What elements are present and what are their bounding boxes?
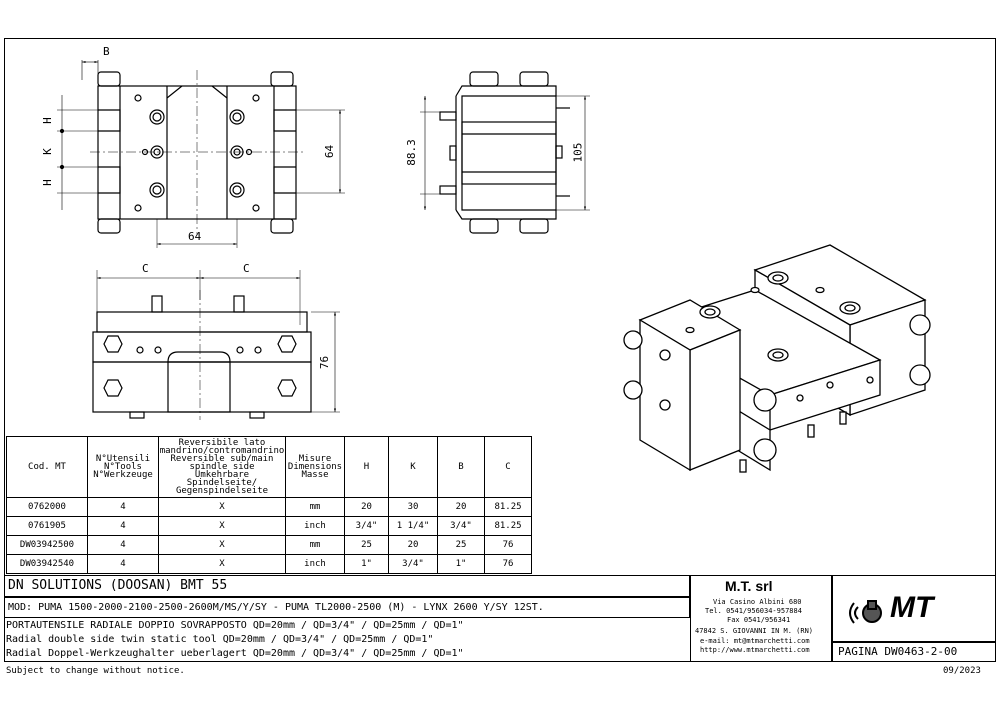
cell-code: DW03942500 xyxy=(6,535,88,555)
cell-h: 3/4" xyxy=(344,516,389,536)
cell-c: 81.25 xyxy=(484,516,532,536)
table-row: DW03942500 4 X mm 25 20 25 76 xyxy=(6,535,532,555)
cell-reversible: X xyxy=(158,516,286,536)
cell-c: 76 xyxy=(484,535,532,555)
title-models: MOD: PUMA 1500-2000-2100-2500-2600M/MS/Y… xyxy=(8,602,544,613)
cell-code: 0762000 xyxy=(6,497,88,517)
header-dimensions-en: Dimensions xyxy=(287,462,343,472)
cell-b: 3/4" xyxy=(437,516,485,536)
cell-k: 3/4" xyxy=(388,554,438,574)
cell-k: 20 xyxy=(388,535,438,555)
header-n-tools: N°Utensili N°Tools N°Werkzeuge xyxy=(87,436,159,498)
cell-tools: 4 xyxy=(87,535,159,555)
dim-label-64-horizontal: 64 xyxy=(188,230,202,243)
dim-label-b: B xyxy=(103,45,110,58)
header-n-tools-it: N°Utensili xyxy=(95,454,151,464)
title-models-cell xyxy=(4,597,690,618)
spec-table: Cod. MT N°Utensili N°Tools N°Werkzeuge R… xyxy=(6,436,532,574)
cell-tools: 4 xyxy=(87,516,159,536)
dim-label-64-vertical: 64 xyxy=(323,144,337,159)
cell-k: 1 1/4" xyxy=(388,516,438,536)
cell-b: 20 xyxy=(437,497,485,517)
header-reversible-line-3: Reversible sub/main xyxy=(170,454,274,464)
header-reversible-line-6: Gegenspindelseite xyxy=(175,486,269,496)
cell-tools: 4 xyxy=(87,497,159,517)
cell-c: 76 xyxy=(484,554,532,574)
table-row: 0762000 4 X mm 20 30 20 81.25 xyxy=(6,497,532,517)
cell-c: 81.25 xyxy=(484,497,532,517)
header-h: H xyxy=(344,436,389,498)
cell-b: 1" xyxy=(437,554,485,574)
company-email: e-mail: mt@mtmarchetti.com xyxy=(700,637,810,645)
header-dimensions: Misure Dimensions Masse xyxy=(285,436,345,498)
footer-date: 09/2023 xyxy=(943,666,981,676)
dim-label-k: K xyxy=(40,148,54,155)
cell-unit: inch xyxy=(285,516,345,536)
header-n-tools-de: N°Werkzeuge xyxy=(93,470,153,480)
dim-label-c-right: C xyxy=(243,262,250,275)
dim-label-105: 105 xyxy=(571,142,585,163)
cell-reversible: X xyxy=(158,535,286,555)
table-row: 0761905 4 X inch 3/4" 1 1/4" 3/4" 81.25 xyxy=(6,516,532,536)
spec-table-header: Cod. MT N°Utensili N°Tools N°Werkzeuge R… xyxy=(6,436,532,498)
header-reversible-line-1: Reversibile lato xyxy=(178,438,266,448)
header-reversible-line-2: mandrino/contromandrino xyxy=(159,446,285,456)
footer-disclaimer: Subject to change without notice. xyxy=(6,666,185,676)
title-machine-cell xyxy=(4,575,690,597)
company-address-4: 47842 S. GIOVANNI IN M. (RN) xyxy=(695,627,814,635)
title-desc-de: Radial Doppel-Werkzeughalter ueberlagert… xyxy=(6,648,464,659)
top-view xyxy=(57,60,345,248)
cell-h: 1" xyxy=(344,554,389,574)
company-address-1: Via Casino Albini 680 xyxy=(713,598,802,606)
title-page-cell xyxy=(832,642,996,662)
header-b: B xyxy=(437,436,485,498)
title-machine: DN SOLUTIONS (DOOSAN) BMT 55 xyxy=(8,578,228,593)
header-reversible: Reversibile lato mandrino/contromandrino… xyxy=(158,436,286,498)
company-website: http://www.mtmarchetti.com xyxy=(700,646,810,654)
header-reversible-line-5: Umkehrbare Spindelseite/ xyxy=(186,470,258,488)
mt-logo: MT xyxy=(840,585,990,635)
cell-h: 20 xyxy=(344,497,389,517)
cell-unit: mm xyxy=(285,535,345,555)
cell-code: 0761905 xyxy=(6,516,88,536)
cell-h: 25 xyxy=(344,535,389,555)
cell-b: 25 xyxy=(437,535,485,555)
page-number: PAGINA DW0463-2-00 xyxy=(838,645,958,658)
header-dimensions-it: Misure xyxy=(298,454,332,464)
mt-logo-icon xyxy=(849,600,882,624)
cell-reversible: X xyxy=(158,497,286,517)
side-view xyxy=(420,71,590,234)
header-k: K xyxy=(388,436,438,498)
cell-unit: inch xyxy=(285,554,345,574)
cell-unit: mm xyxy=(285,497,345,517)
dim-label-c-left: C xyxy=(142,262,149,275)
header-dimensions-de: Masse xyxy=(301,470,329,480)
mt-logo-text: MT xyxy=(890,591,934,624)
cell-tools: 4 xyxy=(87,554,159,574)
title-logo-cell xyxy=(832,575,996,642)
company-address-3: Fax 0541/956341 xyxy=(727,616,791,624)
dim-label-88-3: 88.3 xyxy=(404,139,418,166)
dim-label-h-top: H xyxy=(40,117,54,124)
cell-code: DW03942540 xyxy=(6,554,88,574)
isometric-view xyxy=(623,244,931,473)
title-desc-en: Radial double side twin static tool QD=2… xyxy=(6,634,434,645)
title-company-cell xyxy=(690,575,832,662)
header-cod-mt: Cod. MT xyxy=(6,436,88,498)
header-n-tools-en: N°Tools xyxy=(104,462,142,472)
company-name: M.T. srl xyxy=(725,578,773,594)
company-address-2: Tel. 0541/956034-957884 xyxy=(705,607,802,615)
dim-label-76: 76 xyxy=(318,355,332,370)
front-view xyxy=(92,270,340,420)
dim-label-h-bottom: H xyxy=(40,179,54,186)
title-desc-it: PORTAUTENSILE RADIALE DOPPIO SOVRAPPOSTO… xyxy=(6,620,464,631)
table-row: DW03942540 4 X inch 1" 3/4" 1" 76 xyxy=(6,554,532,574)
header-reversible-line-4: spindle side xyxy=(189,462,255,472)
header-c: C xyxy=(484,436,532,498)
cell-reversible: X xyxy=(158,554,286,574)
cell-k: 30 xyxy=(388,497,438,517)
